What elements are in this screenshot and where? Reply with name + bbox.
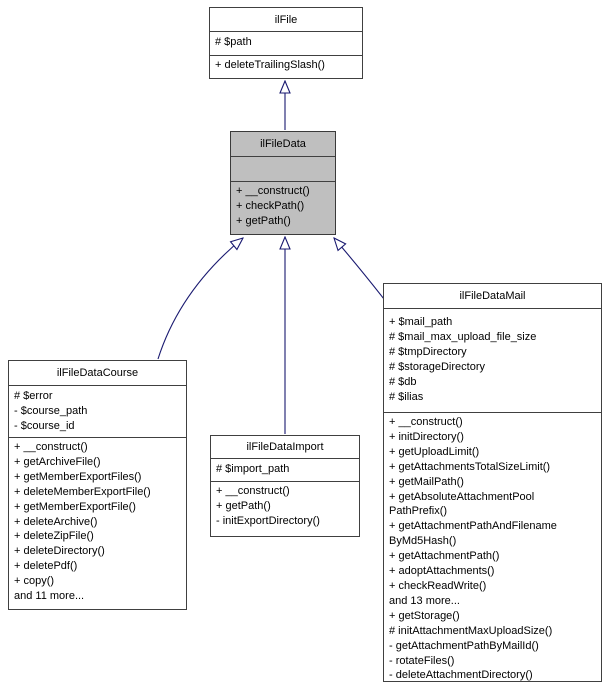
class-title: ilFileDataImport <box>211 436 359 459</box>
member-line: + deleteArchive() <box>14 515 98 528</box>
member-line: + getAttachmentPath() <box>389 550 500 563</box>
class-box-ilfile[interactable]: ilFile # $path + deleteTrailingSlash() <box>209 7 363 79</box>
member-line: + getMemberExportFiles() <box>14 470 142 483</box>
member-line: + deleteTrailingSlash() <box>215 59 325 71</box>
class-title: ilFileDataCourse <box>9 361 186 386</box>
member-line: + getAttachmentsTotalSizeLimit() <box>389 460 551 473</box>
member-line: # initAttachmentMaxUploadSize() <box>389 624 553 637</box>
member-line: + getArchiveFile() <box>14 455 101 468</box>
class-box-ilfiledatacourse[interactable]: ilFileDataCourse # $error - $course_path -… <box>8 360 187 610</box>
inheritance-arrow-course-to-ilfiledata <box>157 238 243 360</box>
member-line: + __construct() <box>389 416 463 428</box>
member-line: + getMailPath() <box>389 475 464 488</box>
member-line: + getAttachmentPathAndFilename <box>389 520 557 533</box>
member-line: - rotateFiles() <box>389 654 455 667</box>
member-line: # $error <box>14 390 53 402</box>
member-line: + deletePdf() <box>14 560 78 573</box>
member-line: # $db <box>389 375 417 388</box>
member-line: + __construct() <box>14 441 88 453</box>
member-line: + deleteZipFile() <box>14 530 94 543</box>
member-line: + checkPath() <box>236 199 305 212</box>
member-line: + checkReadWrite() <box>389 579 487 592</box>
member-line: + initDirectory() <box>389 430 464 443</box>
methods-section: + deleteTrailingSlash() <box>210 56 362 78</box>
class-box-ilfiledataimport[interactable]: ilFileDataImport # $import_path + __cons… <box>210 435 360 537</box>
member-line: + deleteDirectory() <box>14 545 105 558</box>
class-title: ilFile <box>210 8 362 32</box>
attributes-section: # $error - $course_path - $course_id <box>9 386 186 438</box>
member-line: # $import_path <box>216 463 290 475</box>
member-line: + getPath() <box>236 214 291 227</box>
member-line: # $storageDirectory <box>389 360 485 373</box>
attributes-section: + $mail_path # $mail_max_upload_file_size… <box>384 309 601 413</box>
member-line: + deleteMemberExportFile() <box>14 485 151 498</box>
class-title: ilFileData <box>231 132 335 157</box>
attributes-section: # $path <box>210 32 362 56</box>
attributes-section: # $import_path <box>211 459 359 482</box>
member-line: - deleteAttachmentDirectory() <box>389 669 533 681</box>
member-line: - $course_path <box>14 404 88 417</box>
member-line: + __construct() <box>216 485 290 497</box>
member-line: + __construct() <box>236 185 310 197</box>
member-line: # $ilias <box>389 390 424 403</box>
methods-section: + __construct() + getArchiveFile() + getMe… <box>9 438 186 609</box>
member-line: + getPath() <box>216 499 271 512</box>
methods-section: + __construct() + checkPath() + getPath() <box>231 182 335 234</box>
member-line: ByMd5Hash() <box>389 535 457 548</box>
inheritance-arrow-mail-to-ilfiledata <box>334 238 385 300</box>
member-line: + getAbsoluteAttachmentPool <box>389 490 535 503</box>
attributes-section <box>231 157 335 182</box>
methods-section: + __construct() + getPath() - initExportDi… <box>211 482 359 536</box>
member-line: # $tmpDirectory <box>389 345 467 358</box>
member-line: # $mail_max_upload_file_size <box>389 330 537 343</box>
class-box-ilfiledatamail[interactable]: ilFileDataMail + $mail_path # $mail_max_u… <box>383 283 602 682</box>
member-line: + getUploadLimit() <box>389 445 480 458</box>
member-line: and 13 more... <box>389 594 460 607</box>
member-line: # $path <box>215 36 252 48</box>
member-line: + $mail_path <box>389 316 453 328</box>
member-line: - getAttachmentPathByMailId() <box>389 639 539 652</box>
member-line: and 11 more... <box>14 590 85 603</box>
class-box-ilfiledata[interactable]: ilFileData + __construct()+ checkPath()+… <box>230 131 336 235</box>
member-line: + adoptAttachments() <box>389 565 495 578</box>
methods-section: + __construct() + initDirectory() + getUpl… <box>384 413 601 681</box>
member-line: - initExportDirectory() <box>216 514 320 527</box>
member-line: + getMemberExportFile() <box>14 500 136 513</box>
member-line: - $course_id <box>14 419 75 432</box>
member-line: PathPrefix() <box>389 505 448 518</box>
member-line: + copy() <box>14 575 55 588</box>
member-line: + getStorage() <box>389 609 460 622</box>
class-title: ilFileDataMail <box>384 284 601 309</box>
